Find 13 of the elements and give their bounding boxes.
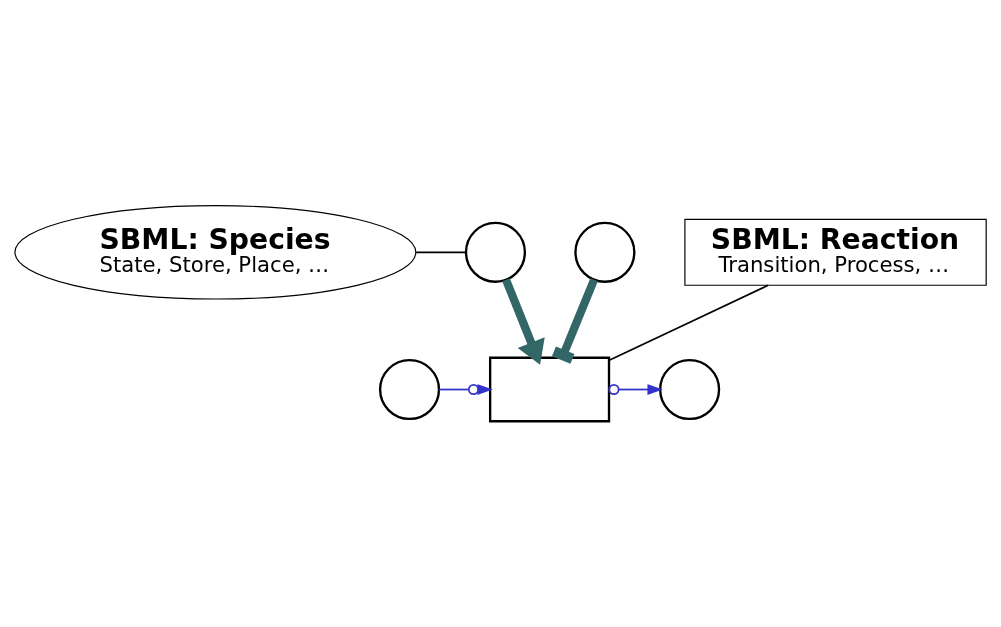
node-circle xyxy=(378,358,441,421)
node-ellipse: SBML: Species State, Store, Place, … xyxy=(14,205,417,300)
arrow xyxy=(438,383,493,396)
connector xyxy=(551,278,598,364)
node-box: SBML: Reaction Transition, Process, … xyxy=(684,218,987,286)
connector xyxy=(415,251,467,254)
connector xyxy=(608,284,769,362)
arrow xyxy=(502,278,545,365)
node-circle xyxy=(464,221,527,283)
node-circle xyxy=(574,221,636,283)
node-circle xyxy=(659,358,721,421)
node-box xyxy=(488,356,611,423)
arrow xyxy=(608,383,663,396)
